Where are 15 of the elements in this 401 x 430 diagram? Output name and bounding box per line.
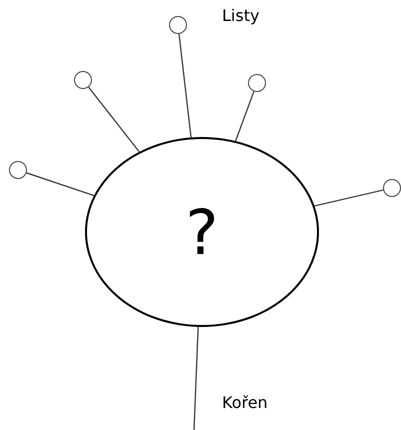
circle-node	[9, 161, 27, 179]
circle-node	[169, 16, 187, 34]
label-text: Listy	[222, 6, 260, 25]
circle-node	[383, 179, 401, 197]
connector-line	[314, 189, 384, 207]
connector-line	[26, 172, 94, 196]
connector-line	[178, 34, 192, 138]
circle-node	[248, 74, 266, 92]
ellipse-node	[85, 137, 319, 327]
connector-line	[235, 91, 254, 142]
label-text: Kořen	[222, 393, 268, 412]
circle-node	[74, 71, 92, 89]
connector-line	[193, 326, 199, 430]
connector-line	[88, 86, 140, 152]
node-text: ?	[186, 196, 218, 268]
